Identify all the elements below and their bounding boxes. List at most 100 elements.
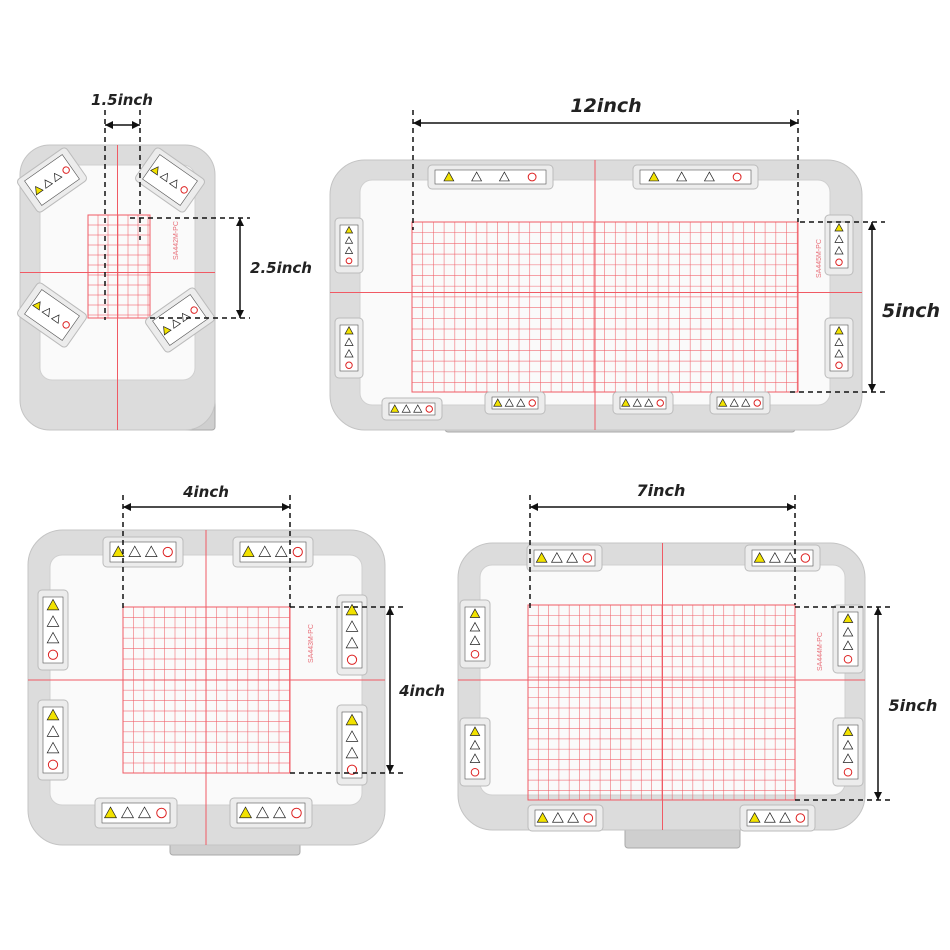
warning-label	[239, 541, 307, 563]
warning-icon	[471, 171, 483, 182]
warning-icon	[834, 223, 844, 232]
prohibited-icon	[843, 654, 853, 664]
hoop4-width-label: 7inch	[637, 481, 686, 500]
hoop-4	[457, 542, 866, 849]
warning-icon	[272, 806, 287, 819]
warning-icon	[469, 621, 481, 632]
arrow-up-icon	[236, 218, 244, 226]
warning-icon	[842, 613, 854, 623]
hoop-3	[27, 529, 386, 856]
warning-icon	[763, 811, 776, 823]
warning-icon	[46, 741, 60, 754]
hoop2-model: SA445M-PC	[816, 239, 823, 278]
warning-icon	[46, 708, 60, 721]
warning-icon	[345, 603, 359, 616]
warning-icon	[834, 337, 844, 346]
warning-icon	[469, 726, 481, 736]
warning-label	[434, 169, 547, 185]
warning-icon	[50, 314, 60, 324]
prohibited-icon	[346, 654, 358, 665]
clamp-pad	[632, 164, 759, 190]
warning-label	[639, 169, 752, 185]
prohibited-icon	[162, 546, 173, 558]
warning-icon	[469, 635, 481, 645]
warning-icon	[748, 811, 761, 823]
prohibited-icon	[345, 361, 353, 369]
warning-icon	[493, 398, 503, 407]
arrow-down-icon	[386, 765, 394, 773]
warning-icon	[718, 398, 728, 407]
hoop1-model: SA442M-PC	[173, 221, 180, 260]
warning-icon	[779, 811, 792, 823]
hoop-2	[329, 159, 863, 433]
warning-label	[619, 396, 667, 410]
warning-icon	[516, 398, 526, 407]
dimension-2	[130, 217, 250, 319]
warning-icon	[46, 631, 60, 644]
warning-icon	[842, 726, 854, 736]
clamp-pad	[427, 164, 554, 190]
warning-icon	[469, 608, 481, 618]
warning-icon	[550, 551, 563, 563]
warning-icon	[834, 349, 844, 358]
prohibited-icon	[47, 649, 59, 660]
clamp-pad	[824, 214, 854, 276]
clamp-pad	[334, 317, 364, 379]
arrow-left-icon	[105, 121, 113, 129]
prohibited-icon	[732, 172, 742, 182]
warning-icon	[344, 326, 354, 335]
warning-icon	[469, 753, 481, 763]
warning-label	[491, 396, 539, 410]
warning-label	[746, 809, 809, 827]
dimension-3	[412, 110, 799, 230]
warning-icon	[172, 319, 182, 329]
clamp-pad	[744, 544, 821, 572]
clamp-pad	[832, 604, 864, 674]
clamp-pad	[37, 589, 69, 671]
dimension-8	[795, 606, 890, 801]
prohibited-icon	[583, 813, 594, 823]
arrow-right-icon	[790, 119, 798, 127]
warning-icon	[443, 171, 455, 182]
clamp-pad	[526, 544, 603, 572]
warning-icon	[46, 598, 60, 611]
dimension-6	[290, 606, 405, 774]
clamp-pad	[17, 147, 87, 213]
arrow-up-icon	[868, 222, 876, 230]
clamp-pad	[229, 797, 313, 829]
warning-icon	[44, 179, 54, 189]
arrow-up-icon	[874, 607, 882, 615]
warning-icon	[834, 246, 844, 255]
dimension-4	[790, 221, 885, 393]
warning-label	[837, 611, 859, 667]
warning-label	[534, 809, 597, 827]
grid-border	[87, 214, 151, 319]
warning-icon	[784, 551, 797, 563]
warning-icon	[504, 398, 514, 407]
clamp-pad	[527, 804, 604, 832]
warning-label	[109, 541, 177, 563]
warning-icon	[401, 404, 411, 413]
warning-icon	[345, 636, 359, 649]
warning-icon	[729, 398, 739, 407]
warning-icon	[238, 806, 253, 819]
warning-icon	[676, 171, 688, 182]
hoop3-model: SA443M-PC	[308, 624, 315, 663]
warning-icon	[168, 179, 178, 189]
prohibited-icon	[470, 649, 480, 659]
warning-icon	[703, 171, 715, 182]
warning-icon	[551, 811, 564, 823]
warning-icon	[344, 349, 354, 358]
warning-label	[339, 224, 359, 267]
warning-icon	[632, 398, 642, 407]
warning-label	[837, 724, 859, 780]
prohibited-icon	[753, 399, 761, 407]
clamp-pad	[334, 217, 364, 274]
warning-icon	[120, 806, 135, 819]
clamp-pad	[232, 536, 314, 568]
warning-icon	[344, 225, 354, 234]
warning-icon	[834, 326, 844, 335]
warning-icon	[159, 172, 169, 183]
prohibited-icon	[62, 166, 70, 174]
prohibited-icon	[180, 186, 188, 194]
